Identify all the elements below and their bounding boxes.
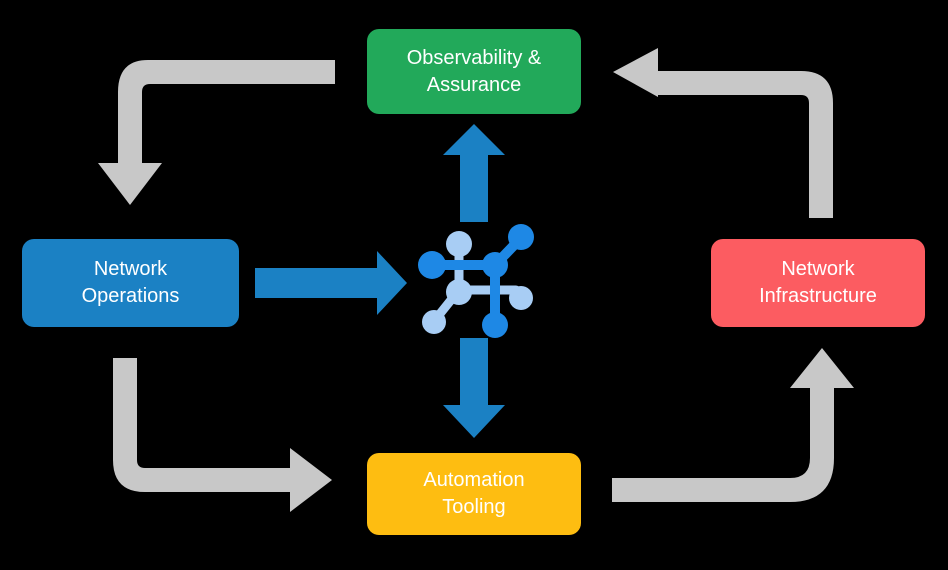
node-label-network-operations: Network Operations [81, 258, 180, 307]
arrow-observability-to-netops [98, 60, 335, 205]
arrow-netops-to-center [255, 251, 407, 315]
arrow-center-to-observability [443, 124, 505, 222]
node-observability-assurance[interactable]: Observability & Assurance [367, 29, 581, 114]
node-automation-tooling[interactable]: Automation Tooling [367, 453, 581, 535]
arrow-netops-to-automation [113, 358, 332, 512]
network-topology-icon [418, 224, 534, 338]
node-network-infrastructure[interactable]: Network Infrastructure [711, 239, 925, 327]
arrow-automation-to-netinfra [612, 348, 854, 502]
node-label-observability: Observability & Assurance [406, 46, 542, 96]
node-label-automation-tooling: Automation Tooling [423, 469, 525, 518]
arrow-center-to-automation [443, 338, 505, 438]
arrow-netinfra-to-observability [613, 48, 833, 218]
node-network-operations[interactable]: Network Operations [22, 239, 239, 327]
node-label-network-infrastructure: Network Infrastructure [759, 258, 877, 307]
